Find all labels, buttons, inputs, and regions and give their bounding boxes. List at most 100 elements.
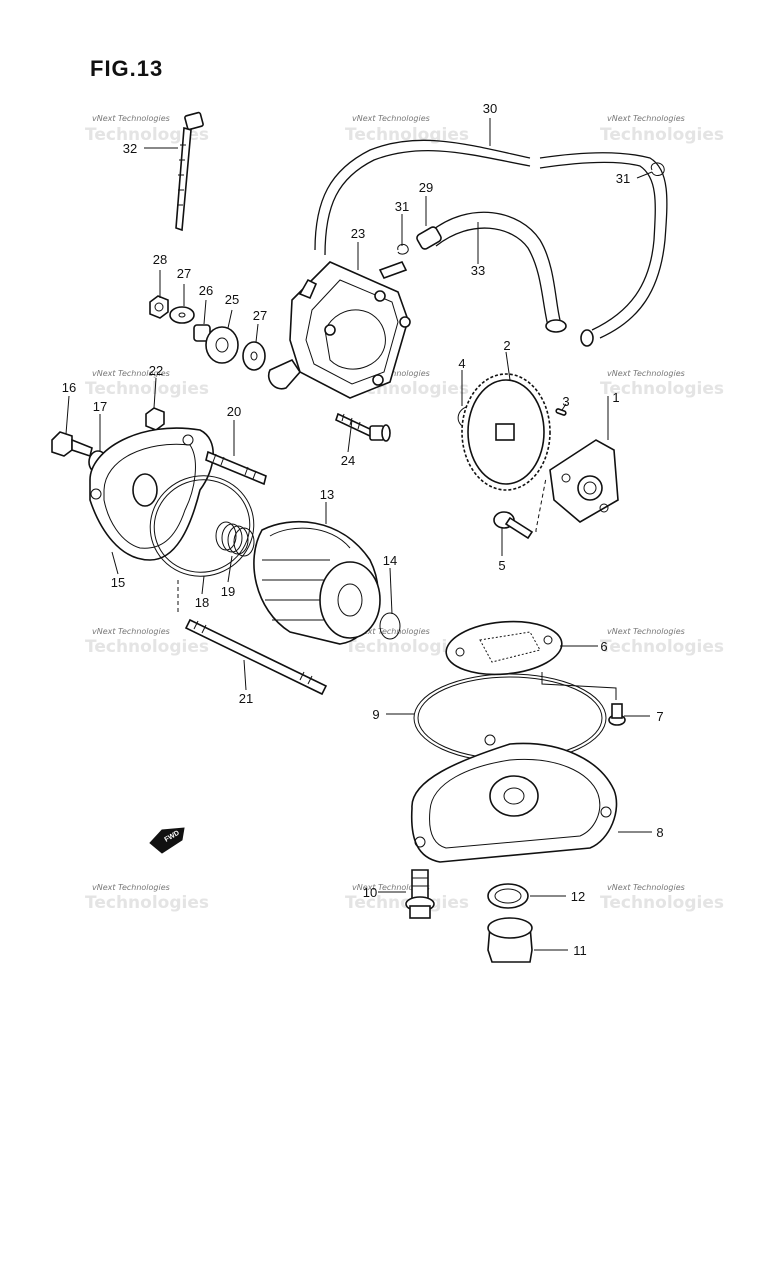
callouts: 1 2 3 4 5 6 7 8 9 10 11 12 13 14 15 16 1… bbox=[62, 101, 664, 958]
part-pin-3 bbox=[555, 408, 567, 416]
callout-6: 6 bbox=[600, 639, 607, 654]
callout-5: 5 bbox=[498, 558, 505, 573]
callout-8: 8 bbox=[656, 825, 663, 840]
svg-text:Technologies: Technologies bbox=[600, 893, 724, 913]
part-gasket-12 bbox=[487, 883, 529, 909]
callout-11: 11 bbox=[573, 943, 587, 958]
callout-27b: 27 bbox=[253, 308, 267, 323]
svg-text:vNext Technologies: vNext Technologies bbox=[92, 883, 170, 892]
svg-text:vNext Technologies: vNext Technologies bbox=[92, 369, 170, 378]
callout-2: 2 bbox=[503, 338, 510, 353]
callout-32: 32 bbox=[123, 141, 137, 156]
part-hose-clip-31a bbox=[397, 243, 409, 255]
callout-30: 30 bbox=[483, 101, 497, 116]
part-nut-22 bbox=[145, 407, 165, 431]
svg-text:Technologies: Technologies bbox=[85, 125, 209, 145]
svg-text:vNext Technologies: vNext Technologies bbox=[607, 627, 685, 636]
part-bolt-24 bbox=[335, 412, 391, 442]
svg-text:Technologies: Technologies bbox=[600, 637, 724, 657]
part-oil-pan-cover-8 bbox=[410, 734, 618, 863]
watermark: Technologies vNext Technologies bbox=[85, 114, 209, 145]
part-bolt-10 bbox=[405, 869, 435, 919]
callout-1: 1 bbox=[612, 390, 619, 405]
part-spring-19 bbox=[215, 521, 255, 557]
svg-text:Technologies: Technologies bbox=[85, 893, 209, 913]
svg-text:Technologies: Technologies bbox=[600, 379, 724, 399]
svg-text:Technologies: Technologies bbox=[345, 637, 469, 657]
callout-24: 24 bbox=[341, 453, 355, 468]
part-leader-dashes-5 bbox=[535, 477, 547, 532]
callout-15: 15 bbox=[111, 575, 125, 590]
part-hose-clip-31b bbox=[650, 162, 665, 176]
part-fuel-hose-30 bbox=[314, 139, 668, 347]
svg-text:vNext Technologies: vNext Technologies bbox=[92, 627, 170, 636]
svg-text:vNext Technologies: vNext Technologies bbox=[352, 627, 430, 636]
svg-text:Technologies: Technologies bbox=[85, 379, 209, 399]
svg-text:vNext Technologies: vNext Technologies bbox=[607, 883, 685, 892]
callout-21: 21 bbox=[239, 691, 253, 706]
part-grommet-25 bbox=[205, 326, 239, 364]
callout-31b: 31 bbox=[616, 171, 630, 186]
callout-23: 23 bbox=[351, 226, 365, 241]
fwd-arrow-icon: FWD bbox=[149, 827, 185, 854]
callout-28: 28 bbox=[153, 252, 167, 267]
part-fuel-hose-33 bbox=[429, 211, 567, 333]
callout-14: 14 bbox=[383, 553, 397, 568]
part-filter-cover-15 bbox=[89, 427, 214, 561]
callout-10: 10 bbox=[363, 885, 377, 900]
part-stud-20 bbox=[205, 450, 267, 486]
part-washer-27a bbox=[169, 306, 195, 324]
callout-17: 17 bbox=[93, 399, 107, 414]
callout-31a: 31 bbox=[395, 199, 409, 214]
callout-29: 29 bbox=[419, 180, 433, 195]
part-bolt-16 bbox=[51, 431, 93, 458]
svg-text:vNext Technologies: vNext Technologies bbox=[352, 114, 430, 123]
part-washer-27b bbox=[242, 341, 266, 371]
part-o-ring-14 bbox=[379, 612, 401, 640]
callout-4: 4 bbox=[458, 356, 465, 371]
callout-16: 16 bbox=[62, 380, 76, 395]
callout-9: 9 bbox=[372, 707, 379, 722]
svg-text:Technologies: Technologies bbox=[345, 125, 469, 145]
svg-text:vNext Technologies: vNext Technologies bbox=[352, 883, 430, 892]
callout-26: 26 bbox=[199, 283, 213, 298]
watermark: Technologies vNext Technologies bbox=[345, 114, 469, 145]
part-drive-gear-2 bbox=[461, 373, 551, 491]
leader-lines bbox=[65, 118, 653, 951]
svg-text:Technologies: Technologies bbox=[85, 637, 209, 657]
callout-20: 20 bbox=[227, 404, 241, 419]
part-drain-plug-11 bbox=[487, 917, 533, 963]
part-fitting-29 bbox=[416, 226, 442, 250]
callout-27a: 27 bbox=[177, 266, 191, 281]
part-bolt-5 bbox=[493, 511, 534, 540]
part-oil-pump-1 bbox=[549, 439, 619, 523]
part-strainer-6 bbox=[445, 620, 563, 676]
part-leader-dashes-6 bbox=[541, 672, 617, 700]
part-screw-7 bbox=[608, 703, 626, 726]
svg-text:vNext Technologies: vNext Technologies bbox=[92, 114, 170, 123]
callout-18: 18 bbox=[195, 595, 209, 610]
callout-19: 19 bbox=[221, 584, 235, 599]
svg-text:vNext Technologies: vNext Technologies bbox=[607, 369, 685, 378]
part-cable-tie bbox=[175, 111, 204, 232]
part-oil-filter-13 bbox=[253, 520, 381, 645]
svg-text:Technologies: Technologies bbox=[600, 125, 724, 145]
part-o-ring-18 bbox=[149, 475, 255, 577]
callout-12: 12 bbox=[571, 889, 585, 904]
callout-22: 22 bbox=[149, 363, 163, 378]
part-long-stud-21 bbox=[184, 618, 328, 696]
figure-title: FIG.13 bbox=[90, 56, 164, 81]
callout-3: 3 bbox=[562, 394, 569, 409]
part-nut-28 bbox=[149, 295, 169, 319]
callout-25: 25 bbox=[225, 292, 239, 307]
